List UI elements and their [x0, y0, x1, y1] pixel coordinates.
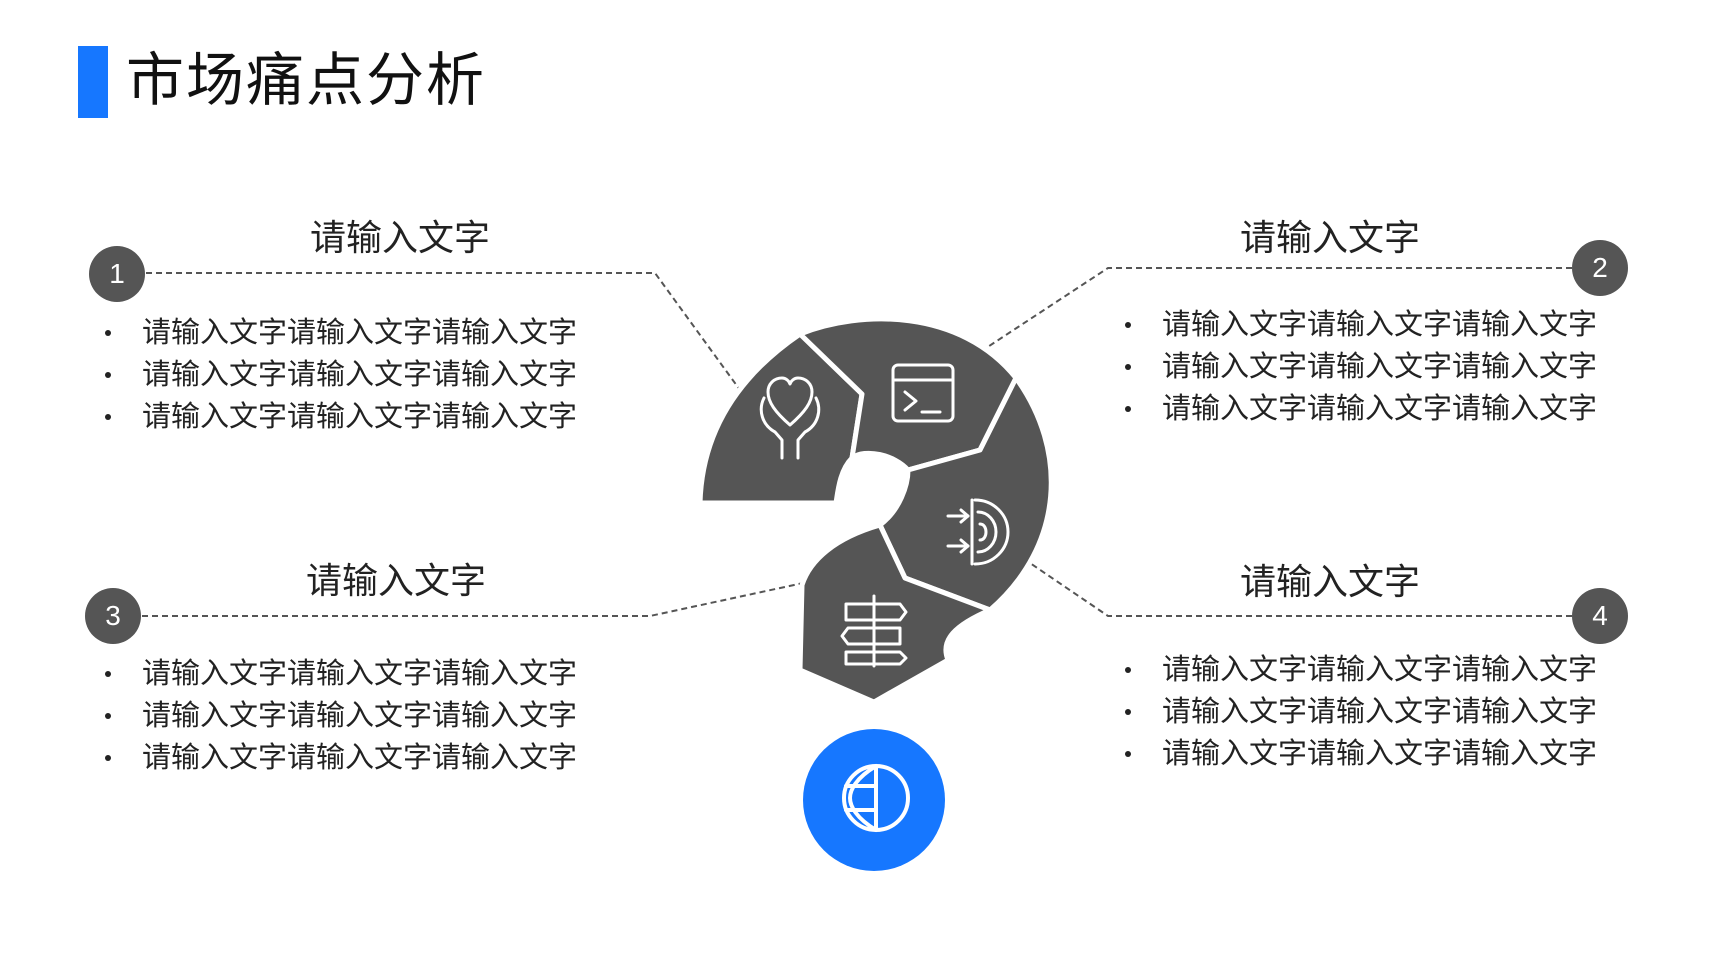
point-2-bullet: 请输入文字请输入文字请输入文字	[1118, 345, 1597, 387]
point-1-bullet-list: 请输入文字请输入文字请输入文字 请输入文字请输入文字请输入文字 请输入文字请输入…	[98, 311, 577, 437]
point-3-heading: 请输入文字	[306, 561, 487, 602]
globe-icon	[842, 764, 910, 832]
point-2-heading: 请输入文字	[1240, 218, 1421, 259]
point-1-number-badge: 1	[89, 246, 145, 302]
point-2-bullet: 请输入文字请输入文字请输入文字	[1118, 303, 1597, 345]
point-4-heading: 请输入文字	[1240, 562, 1421, 603]
title-accent-bar	[78, 46, 108, 118]
point-4-bullet: 请输入文字请输入文字请输入文字	[1118, 732, 1597, 774]
signpost-icon	[840, 594, 908, 668]
page-title: 市场痛点分析	[126, 46, 487, 114]
signal-arrows-icon	[946, 498, 1010, 566]
connector-line-2	[979, 267, 1572, 353]
point-3-bullet: 请输入文字请输入文字请输入文字	[98, 694, 577, 736]
connector-line-1	[146, 272, 741, 391]
segment-3	[877, 375, 1054, 613]
point-4-number-badge: 4	[1572, 588, 1628, 644]
point-4-bullet: 请输入文字请输入文字请输入文字	[1118, 648, 1597, 690]
point-4-bullet: 请输入文字请输入文字请输入文字	[1118, 690, 1597, 732]
point-4-bullet-list: 请输入文字请输入文字请输入文字 请输入文字请输入文字请输入文字 请输入文字请输入…	[1118, 648, 1597, 774]
point-3-number-badge: 3	[85, 588, 141, 644]
connector-line-4	[1029, 562, 1572, 617]
connector-lines	[142, 267, 1572, 617]
point-3-bullet-list: 请输入文字请输入文字请输入文字 请输入文字请输入文字请输入文字 请输入文字请输入…	[98, 652, 577, 778]
point-1-bullet: 请输入文字请输入文字请输入文字	[98, 311, 577, 353]
point-1-heading: 请输入文字	[310, 218, 491, 259]
question-mark-shape	[697, 316, 1054, 705]
point-1-bullet: 请输入文字请输入文字请输入文字	[98, 395, 577, 437]
hands-heart-icon	[759, 376, 821, 460]
point-3-bullet: 请输入文字请输入文字请输入文字	[98, 736, 577, 778]
point-1-bullet: 请输入文字请输入文字请输入文字	[98, 353, 577, 395]
connector-line-3	[142, 581, 809, 617]
terminal-window-icon	[891, 363, 955, 423]
point-3-bullet: 请输入文字请输入文字请输入文字	[98, 652, 577, 694]
point-2-bullet: 请输入文字请输入文字请输入文字	[1118, 387, 1597, 429]
point-2-bullet-list: 请输入文字请输入文字请输入文字 请输入文字请输入文字请输入文字 请输入文字请输入…	[1118, 303, 1597, 429]
point-2-number-badge: 2	[1572, 240, 1628, 296]
